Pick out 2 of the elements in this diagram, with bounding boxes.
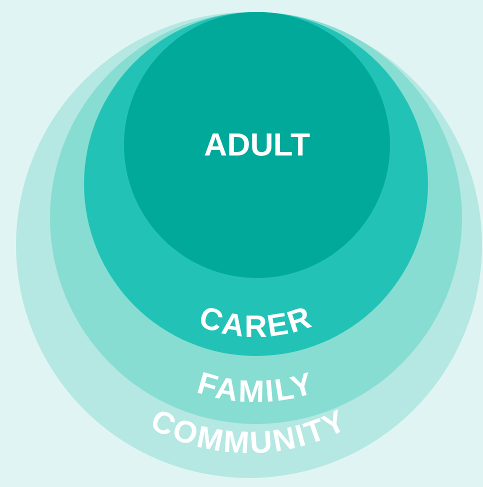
circle-label: CARER [195, 299, 317, 344]
circle-label: ADULT [202, 126, 312, 164]
